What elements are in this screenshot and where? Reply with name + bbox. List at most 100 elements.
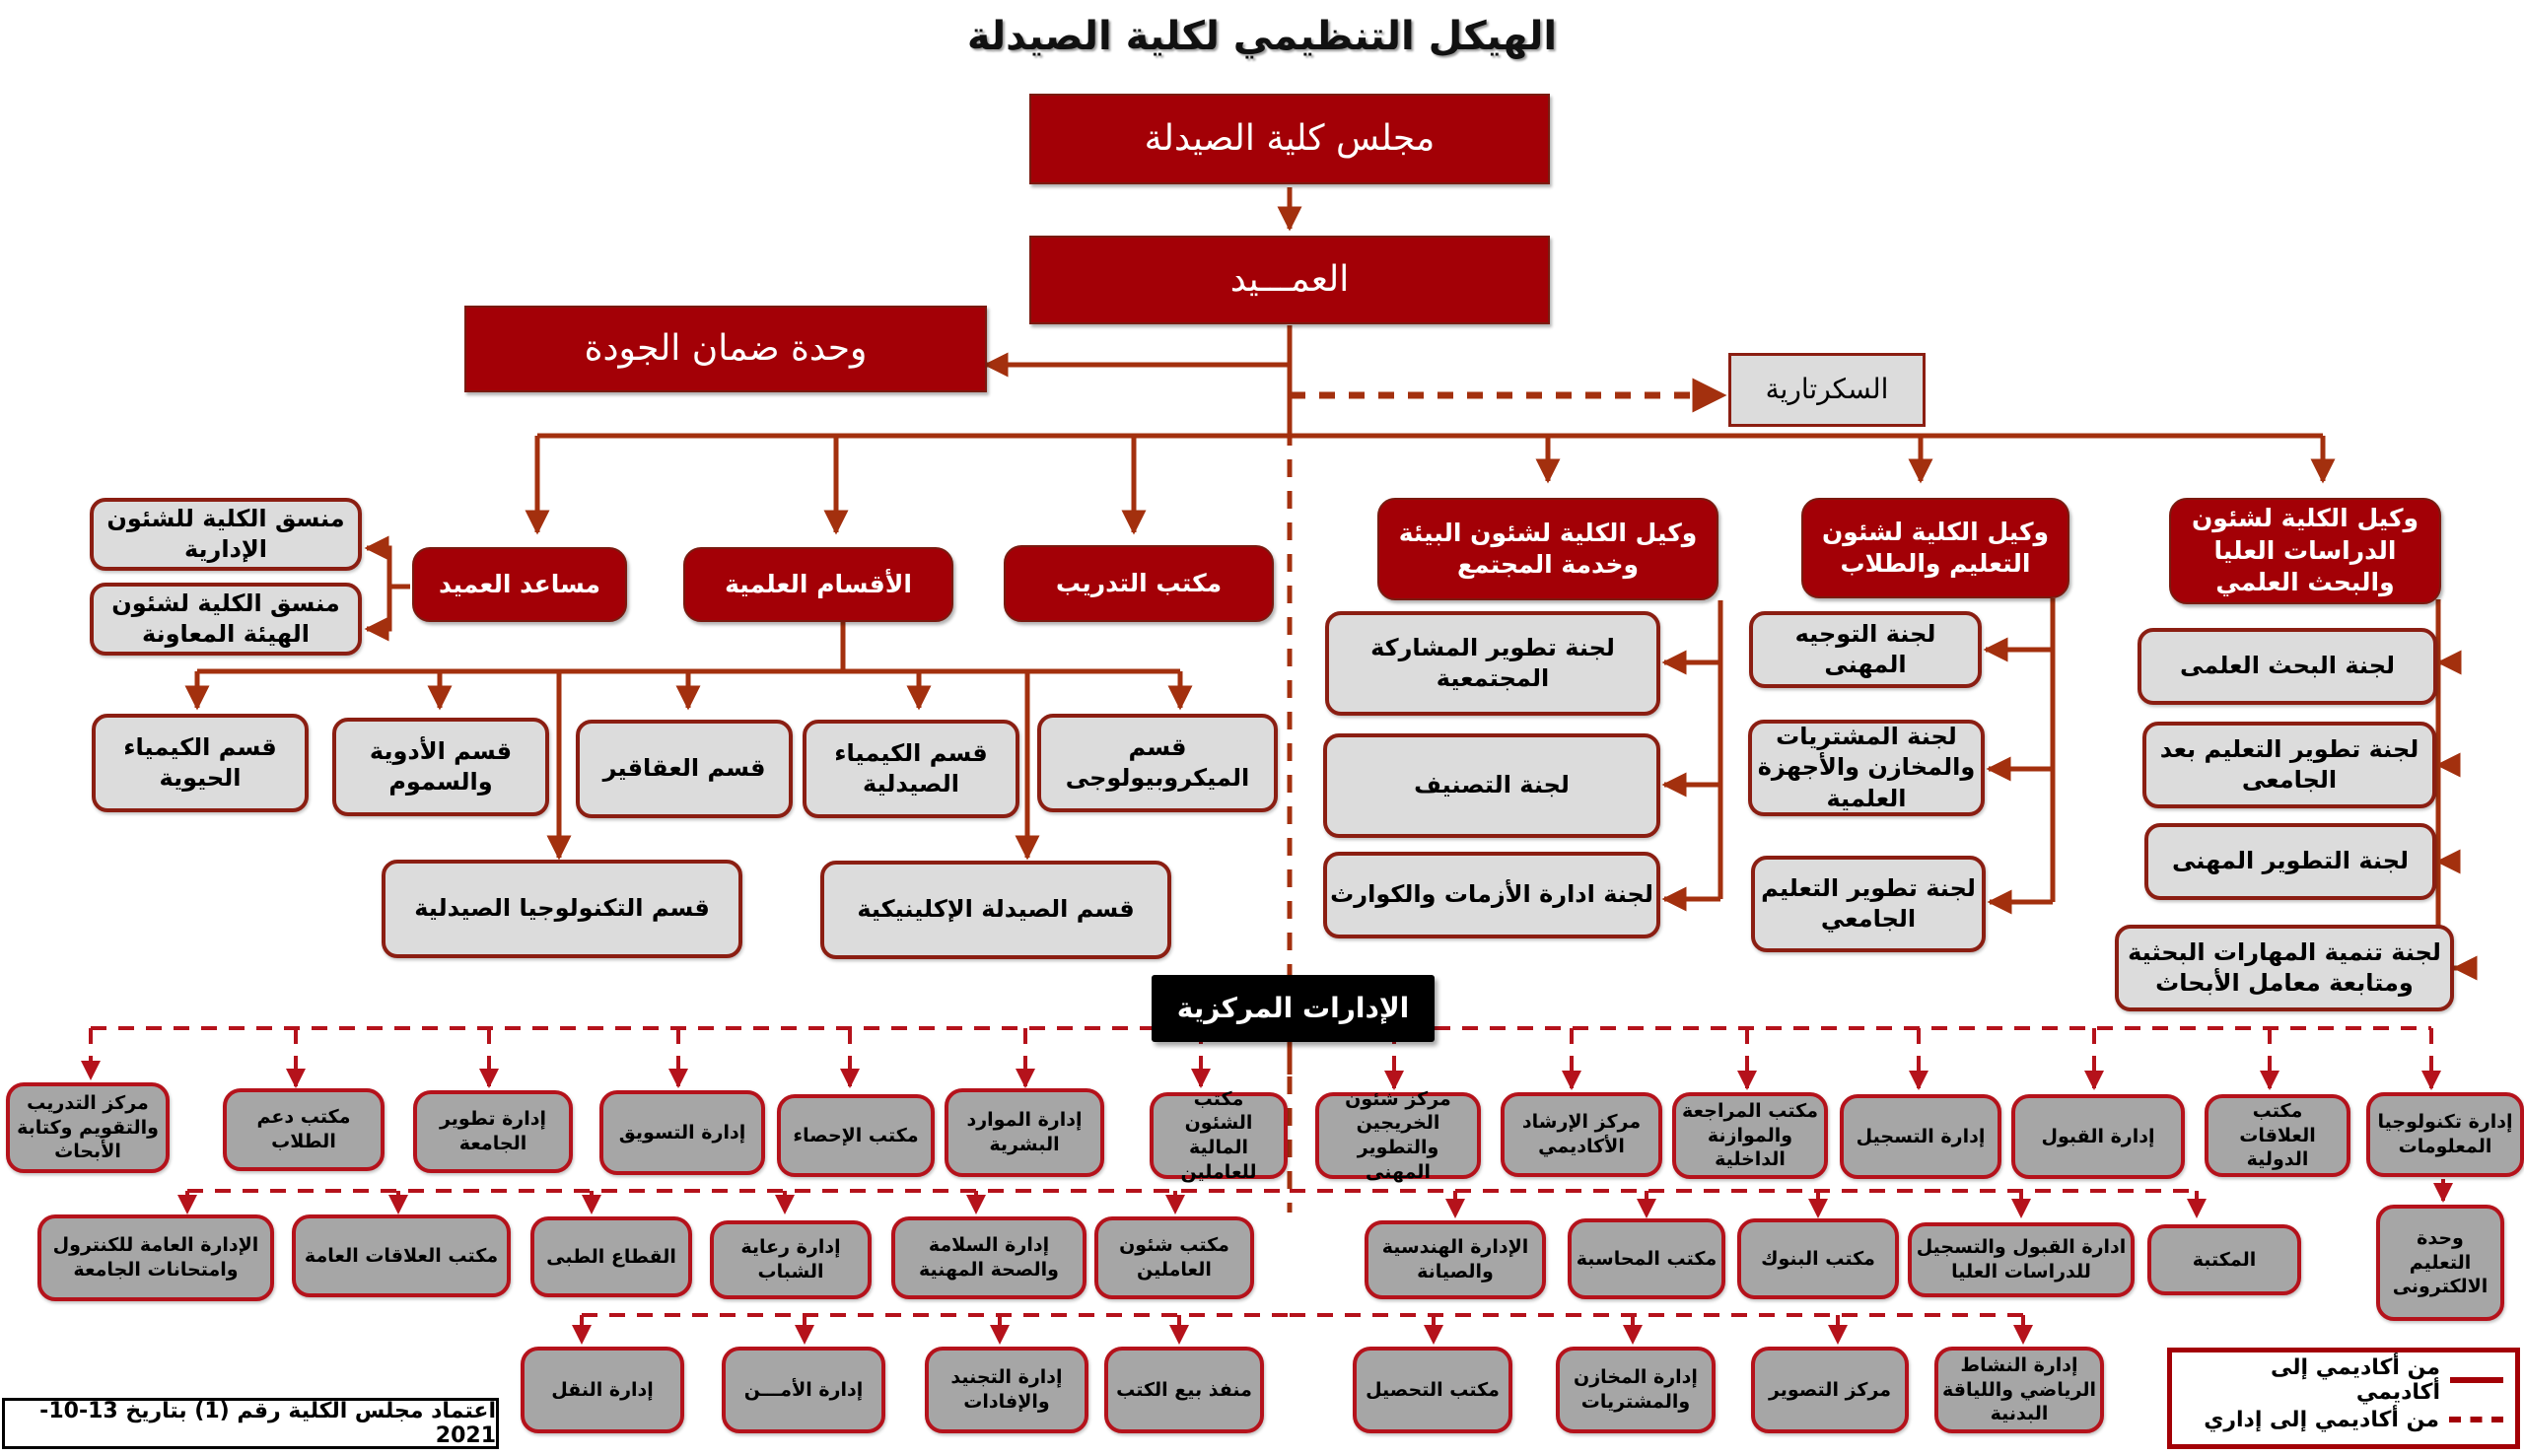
department-box[interactable]: قسم التكنولوجيا الصيدلية: [382, 860, 742, 958]
admin-box[interactable]: مكتب الإحصاء: [777, 1094, 935, 1177]
department-box[interactable]: قسم الصيدلة الإكلينيكية: [820, 861, 1171, 959]
committee-box[interactable]: لجنة تطوير التعليم بعد الجامعى: [2142, 722, 2436, 808]
admin-box[interactable]: الإدارة العامة للكنترول وامتحانات الجامع…: [37, 1214, 274, 1301]
admin-label: إدارة الأمـــن: [743, 1378, 864, 1401]
admin-box[interactable]: إدارة السلامة والصحة المهنية: [891, 1216, 1087, 1299]
admin-box[interactable]: إدارة التسجيل: [1840, 1094, 2001, 1179]
coordinator-box[interactable]: منسق الكلية لشئون الهيئة المعاونة: [90, 583, 362, 656]
department-box[interactable]: قسم الأدوية والسموم: [332, 718, 549, 816]
department-box[interactable]: قسم الميكروبيولوجى: [1037, 714, 1278, 812]
committee-label: لجنة تنمية المهارات البحثية ومتابعة معام…: [2128, 937, 2441, 997]
coordinator-box[interactable]: منسق الكلية للشئون الإدارية: [90, 498, 362, 571]
legend: من أكاديمي إلى أكاديمي من أكاديمي إلى إد…: [2167, 1348, 2520, 1449]
admin-box[interactable]: إدارة الموارد البشرية: [945, 1088, 1104, 1177]
committee-box[interactable]: لجنة تطوير التعليم الجامعي: [1751, 856, 1986, 952]
admin-box[interactable]: مكتب التحصيل: [1353, 1347, 1512, 1433]
admin-box[interactable]: مكتب العلاقات الدولية: [2205, 1094, 2350, 1177]
admin-label: إدارة تطوير الجامعة: [439, 1108, 547, 1154]
training-office-label: مكتب التدريب: [1055, 568, 1223, 597]
committee-box[interactable]: لجنة تنمية المهارات البحثية ومتابعة معام…: [2115, 925, 2454, 1011]
legend-item-solid: من أكاديمي إلى أكاديمي: [2184, 1355, 2503, 1405]
page-title: الهيكل التنظيمي لكلية الصيدلة: [966, 14, 1558, 59]
admin-label: إدارة القبول: [2041, 1125, 2155, 1147]
committee-box[interactable]: لجنة المشتريات والمخازن والأجهزة العلمية: [1748, 720, 1985, 816]
dean-box[interactable]: العمـــيد: [1029, 236, 1550, 324]
admin-box[interactable]: إدارة التسويق: [599, 1090, 765, 1175]
assistant-dean-box[interactable]: مساعد العميد: [412, 547, 627, 622]
admin-label: مكتب المحاسبة: [1576, 1247, 1718, 1270]
approval-text: اعتماد مجلس الكلية رقم (1) بتاريخ 13-10-…: [39, 1399, 496, 1448]
committee-label: لجنة التطوير المهنى: [2171, 847, 2410, 875]
admin-box[interactable]: مكتب الشئون المالية للعاملين: [1150, 1088, 1288, 1183]
admin-box[interactable]: مكتب شئون العاملين: [1094, 1216, 1254, 1299]
admin-box[interactable]: مركز التصوير: [1751, 1347, 1909, 1433]
admin-box[interactable]: منفذ بيع الكتب: [1104, 1347, 1264, 1433]
admin-box[interactable]: مكتب المحاسبة: [1568, 1218, 1725, 1299]
secretariat-box[interactable]: السكرتارية: [1728, 353, 1926, 427]
admin-box[interactable]: إدارة الأمـــن: [722, 1347, 885, 1433]
admin-box[interactable]: مكتب دعم الطلاب: [223, 1088, 385, 1171]
admin-label: إدارة التسجيل: [1856, 1125, 1986, 1147]
quality-unit-label: وحدة ضمان الجودة: [584, 327, 868, 369]
department-box[interactable]: قسم الكيمياء الصيدلية: [803, 720, 1019, 818]
council-box[interactable]: مجلس كلية الصيدلة: [1029, 94, 1550, 184]
coordinator-label: منسق الكلية لشئون الهيئة المعاونة: [111, 589, 340, 648]
committee-box[interactable]: لجنة التصنيف: [1323, 733, 1660, 838]
admin-label: مركز التصوير: [1768, 1378, 1892, 1401]
legend-label: من أكاديمي إلى إداري: [2204, 1407, 2439, 1432]
vice-dean-environment-community[interactable]: وكيل الكلية لشئون البيئة وخدمة المجتمع: [1377, 498, 1718, 600]
admin-label: الإدارة الهندسية والصيانة: [1381, 1236, 1529, 1283]
elearning-unit-box[interactable]: وحدة التعليم الالكترونى: [2376, 1205, 2504, 1321]
admin-box[interactable]: مركز التدريب والتقويم وكتابة الأبحاث: [6, 1082, 170, 1173]
admin-box[interactable]: مكتب المراجعة والموازنة الداخلية: [1672, 1092, 1828, 1179]
department-box[interactable]: قسم الكيمياء الحيوية: [92, 714, 309, 812]
admin-box[interactable]: إدارة التجنيد والإفادات: [925, 1347, 1088, 1433]
admin-label: إدارة النشاط الرياضي واللياقة البدنية: [1942, 1353, 2096, 1425]
admin-box[interactable]: إدارة القبول: [2011, 1094, 2185, 1179]
admin-box[interactable]: إدارة النقل: [521, 1347, 684, 1433]
vice-dean-label: وكيل الكلية لشئون الدراسات العليا والبحث…: [2191, 504, 2419, 597]
committee-box[interactable]: لجنة تطوير المشاركة المجتمعية: [1325, 611, 1660, 716]
committee-box[interactable]: لجنة البحث العلمى: [2138, 628, 2437, 705]
admin-box[interactable]: المكتبة: [2147, 1224, 2301, 1295]
admin-label: إدارة السلامة والصحة المهنية: [919, 1234, 1059, 1281]
committee-label: لجنة التوجيه المهنى: [1794, 619, 1936, 678]
admin-label: إدارة رعاية الشباب: [740, 1236, 841, 1283]
admin-label: مكتب العلاقات الدولية: [2239, 1099, 2316, 1171]
admin-box[interactable]: ادارة القبول والتسجيل للدراسات العليا: [1908, 1222, 2135, 1297]
admin-label: مكتب التحصيل: [1366, 1378, 1500, 1401]
committee-box[interactable]: لجنة ادارة الأزمات والكوارث: [1323, 852, 1660, 938]
admin-box[interactable]: إدارة النشاط الرياضي واللياقة البدنية: [1934, 1347, 2104, 1433]
admin-box[interactable]: إدارة المخازن والمشتريات: [1556, 1347, 1716, 1433]
central-admin-label: الإدارات المركزية: [1176, 991, 1410, 1024]
scientific-departments-box[interactable]: الأقسام العلمية: [683, 547, 953, 622]
admin-box[interactable]: مكتب العلاقات العامة: [292, 1214, 511, 1297]
admin-label: وحدة التعليم الالكترونى: [2392, 1226, 2489, 1298]
admin-box[interactable]: إدارة رعاية الشباب: [710, 1220, 872, 1299]
department-label: قسم التكنولوجيا الصيدلية: [414, 894, 710, 923]
department-label: قسم الأدوية والسموم: [369, 736, 513, 796]
admin-box[interactable]: الإدارة الهندسية والصيانة: [1365, 1220, 1546, 1299]
admin-label: مكتب المراجعة والموازنة الداخلية: [1682, 1099, 1818, 1171]
committee-label: لجنة ادارة الأزمات والكوارث: [1330, 880, 1653, 909]
training-office-box[interactable]: مكتب التدريب: [1004, 545, 1274, 622]
committee-box[interactable]: لجنة التوجيه المهنى: [1749, 611, 1982, 688]
admin-label: مكتب دعم الطلاب: [256, 1106, 351, 1152]
committee-box[interactable]: لجنة التطوير المهنى: [2144, 823, 2436, 900]
quality-unit-box[interactable]: وحدة ضمان الجودة: [464, 306, 987, 392]
vice-dean-graduate-research[interactable]: وكيل الكلية لشئون الدراسات العليا والبحث…: [2169, 498, 2441, 604]
department-box[interactable]: قسم العقاقير: [576, 720, 793, 818]
admin-box[interactable]: مركز شئون الخريجين والتطوير المهنى: [1315, 1088, 1481, 1183]
admin-box[interactable]: القطاع الطبى: [530, 1216, 692, 1297]
department-label: قسم الكيمياء الصيدلية: [834, 738, 988, 797]
admin-box[interactable]: مكتب البنوك: [1737, 1218, 1899, 1299]
admin-label: إدارة التجنيد والإفادات: [950, 1366, 1063, 1413]
admin-box[interactable]: إدارة تطوير الجامعة: [413, 1090, 573, 1173]
admin-label: ادارة القبول والتسجيل للدراسات العليا: [1916, 1236, 2127, 1283]
admin-label: إدارة التسويق: [618, 1121, 746, 1144]
central-admin-box[interactable]: الإدارات المركزية: [1152, 975, 1435, 1042]
admin-box[interactable]: مركز الإرشاد الأكاديمي: [1501, 1092, 1662, 1177]
admin-box[interactable]: إدارة تكنولوجيا المعلومات: [2366, 1092, 2524, 1177]
vice-dean-education-students[interactable]: وكيل الكلية لشئون التعليم والطلاب: [1801, 498, 2069, 598]
legend-label: من أكاديمي إلى أكاديمي: [2271, 1355, 2440, 1405]
